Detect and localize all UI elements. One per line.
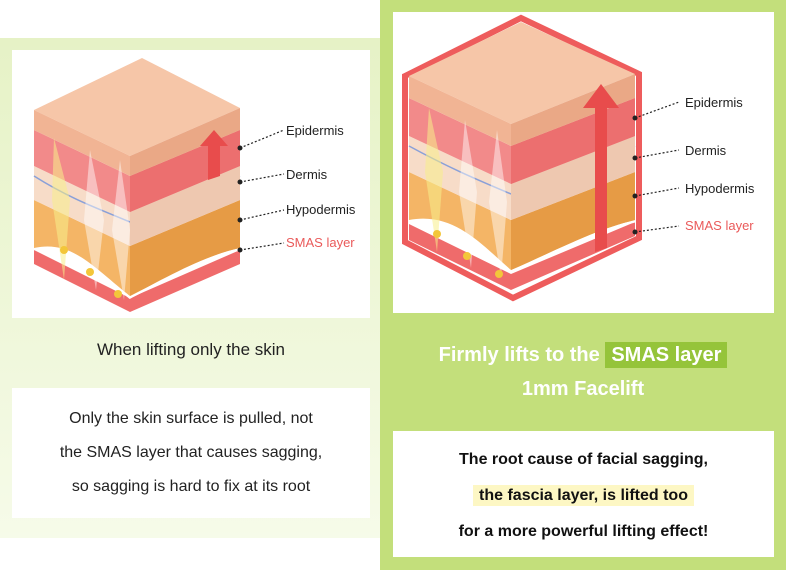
skin-layers-diagram-left (33, 58, 285, 312)
hypodermis-side (130, 200, 240, 296)
skin-front-face (34, 110, 130, 176)
right-title-prefix: Firmly lifts to the (438, 344, 600, 366)
smas-layer-block (409, 222, 635, 290)
target-point-2 (86, 268, 94, 276)
leader-dermis (239, 173, 285, 183)
light-beam-2 (84, 150, 104, 290)
right-title-line-1: Firmly lifts to the SMAS layer (380, 338, 786, 372)
left-description: Only the skin surface is pulled, not the… (12, 388, 370, 518)
right-description-line-2: the fascia layer, is lifted too (473, 485, 694, 506)
lift-arrow (583, 84, 619, 252)
light-beam-1 (52, 138, 70, 280)
light-beam-1 (425, 108, 443, 252)
leader-hypodermis (634, 187, 680, 197)
label-dermis-left: Dermis (286, 167, 328, 182)
skin-top-surface (34, 58, 240, 156)
dermis-side (130, 166, 240, 246)
label-smas-right: SMAS layer (685, 218, 754, 233)
leader-smas (634, 225, 680, 233)
smas-lift-illustration: Epidermis Dermis Hypodermis SMAS layer (393, 12, 774, 313)
target-point-1 (60, 246, 68, 254)
epidermis-red-layer (409, 98, 635, 184)
right-title-highlight: SMAS layer (605, 342, 728, 368)
skin-front-face (409, 76, 511, 146)
skin-top-surface (409, 22, 635, 124)
skin-layers-diagram-right (402, 14, 680, 302)
left-caption: When lifting only the skin (96, 340, 286, 359)
label-epidermis-left: Epidermis (286, 123, 344, 138)
leader-hypodermis (239, 209, 285, 221)
right-description-line-3: for a more powerful lifting effect! (458, 523, 709, 540)
target-point-2 (463, 252, 471, 260)
leader-dot-smas (237, 247, 243, 253)
label-hypodermis-left: Hypodermis (286, 202, 356, 217)
smas-lift-outline (402, 14, 642, 302)
label-hypodermis-right: Hypodermis (685, 181, 755, 196)
leader-dot-epidermis (237, 145, 243, 151)
label-epidermis-right: Epidermis (685, 95, 743, 110)
leader-dot-epidermis (632, 115, 638, 121)
right-description: The root cause of facial sagging, the fa… (393, 431, 774, 557)
target-point-1 (433, 230, 441, 238)
leader-dermis (634, 149, 680, 159)
label-dermis-right: Dermis (685, 143, 727, 158)
light-beam-3 (489, 130, 507, 278)
right-description-line-1: The root cause of facial sagging, (459, 451, 708, 468)
target-point-3 (114, 290, 122, 298)
leader-dot-dermis (237, 179, 243, 185)
target-point-3 (495, 270, 503, 278)
label-smas-left: SMAS layer (286, 235, 355, 250)
left-description-line-2: the SMAS layer that causes sagging, (59, 444, 323, 461)
smas-layer-block (34, 250, 240, 312)
right-title: Firmly lifts to the SMAS layer 1mm Facel… (380, 338, 786, 406)
leader-epidermis (239, 129, 285, 149)
left-description-line-1: Only the skin surface is pulled, not (69, 410, 313, 427)
right-description-line-2-wrap: the fascia layer, is lifted too (393, 478, 774, 514)
left-description-line-3: so sagging is hard to fix at its root (71, 478, 311, 495)
skin-only-lift-illustration: Epidermis Dermis Hypodermis SMAS layer (12, 50, 370, 318)
leader-dot-hypodermis (237, 217, 243, 223)
lift-arrow (200, 130, 228, 180)
right-title-line-2: 1mm Facelift (521, 378, 645, 400)
skin-right-face (130, 108, 240, 176)
leader-dot-smas (632, 229, 638, 235)
leader-smas (239, 242, 285, 251)
light-beam-2 (459, 120, 477, 268)
leader-dot-hypodermis (632, 193, 638, 199)
leader-dot-dermis (632, 155, 638, 161)
light-beam-3 (112, 160, 130, 300)
